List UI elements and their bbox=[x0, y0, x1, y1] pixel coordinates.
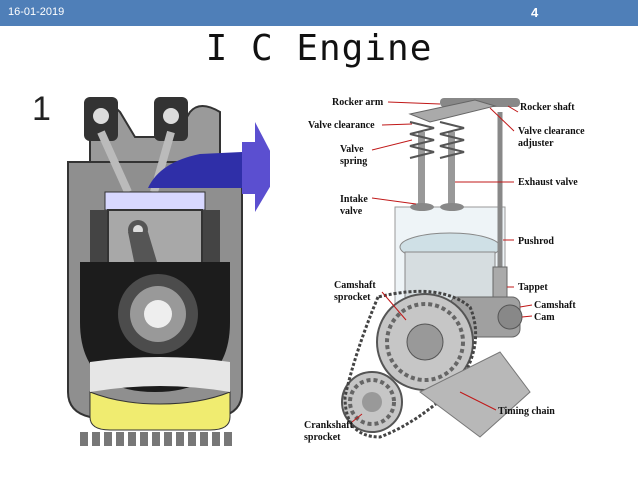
label-timing-chain: Timing chain bbox=[498, 406, 555, 417]
label-crankshaft-sprocket-1: Crankshaft bbox=[304, 420, 354, 431]
intake-valve bbox=[418, 132, 425, 207]
intake-arrow-icon bbox=[242, 122, 270, 212]
label-valve-clearance: Valve clearance bbox=[308, 120, 375, 131]
cam bbox=[497, 304, 523, 330]
valve-springs bbox=[409, 121, 465, 159]
leader-lines bbox=[351, 101, 533, 423]
oil-sump bbox=[89, 391, 231, 431]
label-rocker-arm: Rocker arm bbox=[332, 97, 384, 108]
label-crankshaft-sprocket-2: sprocket bbox=[304, 432, 341, 443]
valve-train-diagram: Rocker arm Rocker shaft Valve clearance … bbox=[304, 97, 585, 443]
rocker-arm bbox=[408, 99, 497, 123]
label-rocker-shaft: Rocker shaft bbox=[520, 102, 575, 113]
label-exhaust-valve: Exhaust valve bbox=[518, 177, 578, 188]
slide-title: I C Engine bbox=[205, 28, 433, 69]
engine-cutaway-diagram bbox=[67, 97, 270, 446]
panel-number: 1 bbox=[32, 90, 51, 128]
exhaust-valve bbox=[448, 132, 455, 207]
label-tappet: Tappet bbox=[518, 282, 548, 293]
label-valve-clearance-adjuster-1: Valve clearance bbox=[518, 126, 585, 137]
cooling-fins bbox=[80, 432, 232, 446]
label-valve-spring-1: Valve bbox=[340, 144, 364, 155]
intake-port bbox=[148, 152, 242, 188]
label-cam: Cam bbox=[534, 312, 555, 323]
slide-number: 4 bbox=[531, 5, 539, 20]
slide-date: 16-01-2019 bbox=[8, 6, 65, 18]
label-camshaft-sprocket-1: Camshaft bbox=[334, 280, 376, 291]
label-intake-valve-2: valve bbox=[340, 206, 363, 217]
combustion-chamber bbox=[104, 191, 206, 211]
label-intake-valve-1: Intake bbox=[340, 194, 368, 205]
tappet bbox=[492, 266, 508, 298]
timing-chain bbox=[343, 289, 478, 439]
label-valve-spring-2: spring bbox=[340, 156, 367, 167]
label-camshaft: Camshaft bbox=[534, 300, 576, 311]
label-pushrod: Pushrod bbox=[518, 236, 554, 247]
header-bar: 16-01-2019 4 bbox=[0, 0, 638, 26]
label-camshaft-sprocket-2: sprocket bbox=[334, 292, 371, 303]
label-valve-clearance-adjuster-2: adjuster bbox=[518, 138, 554, 149]
